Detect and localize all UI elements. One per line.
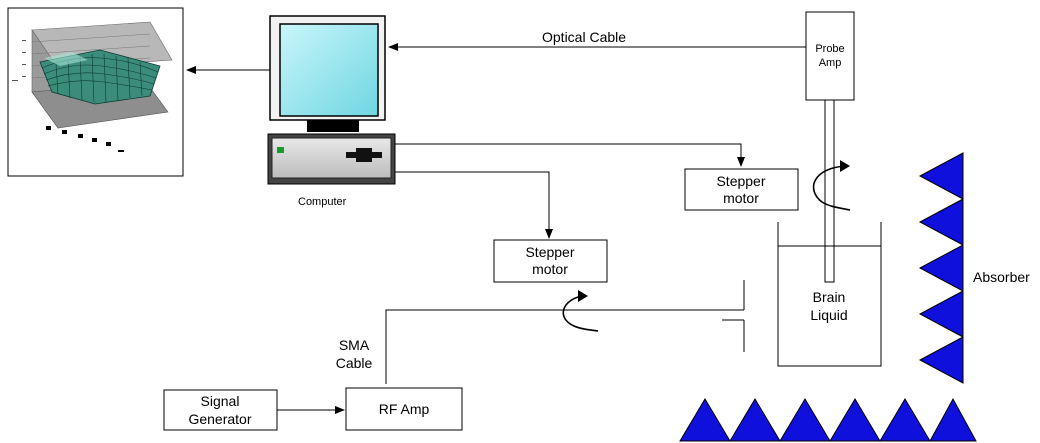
probe-rod bbox=[824, 99, 835, 283]
absorber-label: Absorber bbox=[973, 269, 1030, 285]
stepper-motor-mid-box bbox=[493, 239, 608, 283]
sma-cable-line bbox=[385, 309, 744, 384]
computer-to-stepper-mid-line bbox=[395, 171, 553, 239]
phantom-container bbox=[777, 222, 882, 367]
optical-cable-label: Optical Cable bbox=[542, 29, 626, 45]
signal-generator-line2: Generator bbox=[188, 411, 251, 427]
stepper-motor-top-line2: motor bbox=[723, 190, 759, 206]
computer-label: Computer bbox=[298, 196, 347, 208]
stepper-motor-mid-line2: motor bbox=[532, 261, 568, 277]
brain-liquid-line2: Liquid bbox=[810, 307, 847, 323]
sma-cable-label-line1: SMA bbox=[339, 337, 370, 353]
signal-generator-box bbox=[163, 389, 278, 431]
probe-rotation-arrow bbox=[812, 165, 851, 211]
power-led-icon bbox=[277, 147, 284, 153]
absorber-floor-row bbox=[679, 397, 977, 442]
rf-amp-label: RF Amp bbox=[379, 401, 430, 417]
desktop-computer-icon bbox=[267, 133, 396, 185]
computer-to-stepper-top-line bbox=[395, 143, 745, 167]
probe-amp-label-line2: Amp bbox=[819, 57, 842, 69]
probe-amp-label-line1: Probe bbox=[815, 43, 844, 55]
brain-liquid-line1: Brain bbox=[813, 289, 846, 305]
rf-amp-box bbox=[345, 387, 463, 431]
sma-cable-label-line2: Cable bbox=[336, 355, 373, 371]
absorber-wall-vertical bbox=[918, 152, 964, 384]
stepper-motor-top-line1: Stepper bbox=[716, 173, 765, 189]
antenna-rotation-arrow bbox=[562, 295, 599, 332]
surface-plot-icon bbox=[7, 7, 184, 177]
stepper-motor-top-box bbox=[684, 168, 799, 211]
stepper-motor-mid-line1: Stepper bbox=[525, 244, 574, 260]
signal-generator-line1: Signal bbox=[201, 393, 240, 409]
crt-monitor-icon bbox=[269, 15, 386, 132]
probe-amp-box bbox=[805, 11, 855, 101]
